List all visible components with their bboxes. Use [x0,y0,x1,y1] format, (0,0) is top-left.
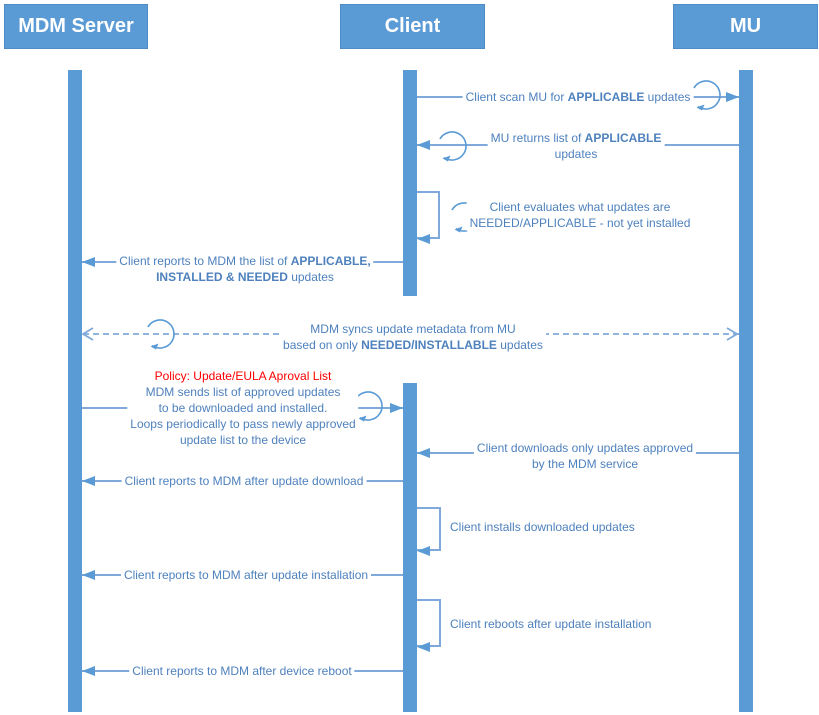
actor-label-mu: MU [729,15,762,37]
loop-icon [439,131,467,162]
lifeline-client-lower [403,383,417,712]
arrowhead-left-icon [417,234,430,244]
arrowhead-left-icon [417,448,430,458]
actor-box-client: Client [340,4,485,49]
arrowhead-right-icon [726,92,739,102]
message-label-reboot: Client reboots after update installation [450,617,652,631]
loop-icon [147,319,175,350]
self-message-evaluate [417,191,440,239]
message-label-report-install: Client reports to MDM after update insta… [120,567,372,583]
arrowhead-left-icon [417,642,430,652]
message-label-download: Client downloads only updates approved b… [473,440,697,472]
arrowhead-left-icon [82,257,95,267]
arrowhead-left-icon [417,546,430,556]
actor-label-client: Client [384,15,441,37]
self-message-reboot [417,599,441,647]
open-arrow-left-icon [81,327,94,341]
message-label-evaluate: Client evaluates what updates are NEEDED… [466,199,694,231]
actor-box-mu: MU [673,4,818,49]
arrowhead-left-icon [82,476,95,486]
arrowhead-right-icon [390,403,403,413]
policy-title: Policy: Update/EULA Aproval List [154,369,332,383]
message-label-install: Client installs downloaded updates [450,520,635,534]
lifeline-mdm-server [68,70,82,712]
arrowhead-left-icon [82,666,95,676]
lifeline-client-upper [403,70,417,296]
message-label-report-reboot: Client reports to MDM after device reboo… [129,663,355,679]
lifeline-mu [739,70,753,712]
actor-box-mdm-server: MDM Server [4,4,148,49]
open-arrow-right-icon [726,327,739,341]
arrowhead-left-icon [82,570,95,580]
message-label-report-list: Client reports to MDM the list of APPLIC… [116,253,374,285]
self-message-install [417,507,441,551]
arrowhead-left-icon [417,140,430,150]
message-label-approved: Policy: Update/EULA Aproval List MDM sen… [127,368,359,448]
loop-icon [355,391,383,422]
message-label-report-download: Client reports to MDM after update downl… [121,473,367,489]
message-label-returns: MU returns list of APPLICABLE updates [487,130,665,162]
loop-icon [693,80,721,111]
message-label-scan: Client scan MU for APPLICABLE updates [462,89,694,105]
message-label-sync: MDM syncs update metadata from MU based … [280,321,546,353]
actor-label-mdm-server: MDM Server [18,15,134,37]
